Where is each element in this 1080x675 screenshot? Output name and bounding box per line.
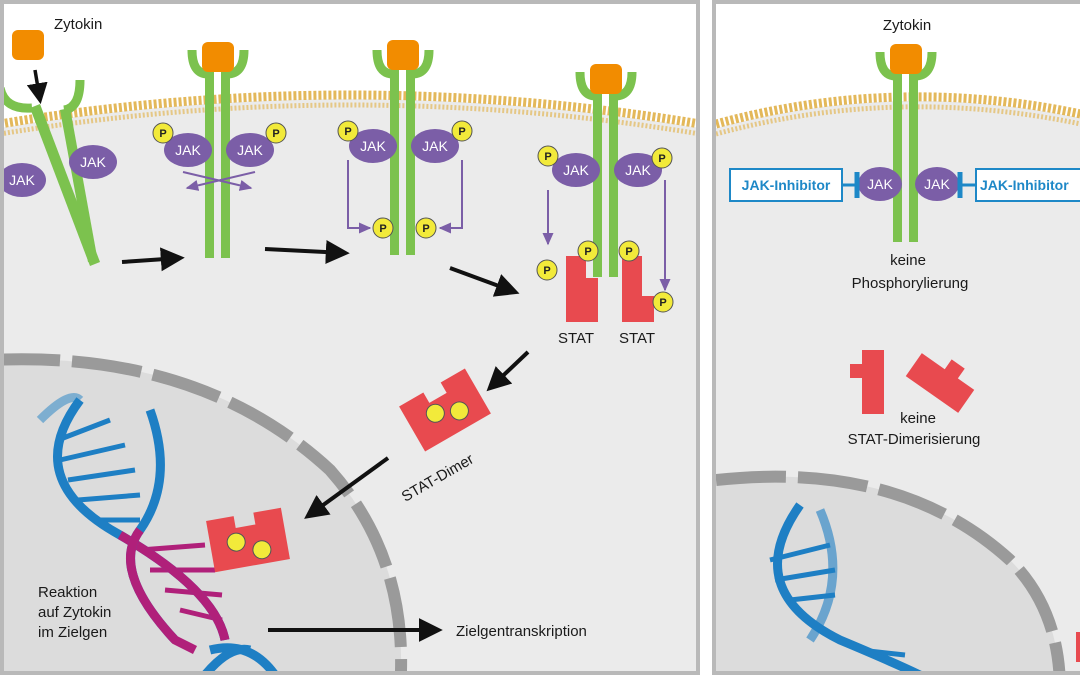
svg-text:JAK: JAK [80, 154, 106, 170]
jak-inhibitor-left: JAK-Inhibitor [729, 168, 860, 202]
svg-text:P: P [458, 126, 465, 138]
jak-4b: JAK [614, 153, 662, 187]
svg-text:JAK: JAK [924, 176, 950, 192]
no-dimerization-1: keine [900, 410, 936, 427]
svg-text:JAK: JAK [625, 162, 651, 178]
jak-4a: JAK [552, 153, 600, 187]
svg-text:P: P [584, 246, 591, 258]
cytokine-label-left: Zytokin [54, 16, 102, 33]
p-4d: P [577, 240, 599, 262]
svg-text:JAK: JAK [563, 162, 589, 178]
svg-text:JAK: JAK [237, 142, 263, 158]
svg-text:P: P [272, 128, 279, 140]
stat-dimer-nucleus [206, 507, 290, 573]
jak-1b: JAK [69, 145, 117, 179]
jak-inhibited-right: JAK [915, 167, 959, 201]
stat-unpaired-left [850, 350, 884, 414]
p-4f: P [652, 291, 674, 313]
no-phosphorylation-2: Phosphorylierung [852, 275, 969, 292]
svg-text:P: P [159, 128, 166, 140]
transcription-label: Zielgentranskription [456, 623, 587, 640]
stat-dimer-cytoplasm [399, 368, 491, 452]
p-2a: P [152, 122, 174, 144]
svg-text:P: P [422, 223, 429, 235]
p-4e: P [618, 240, 640, 262]
p-3b: P [451, 120, 473, 142]
reaction-label-3: im Zielgen [38, 624, 107, 641]
nucleus-right [716, 470, 1066, 671]
cytokine-free [12, 30, 44, 60]
receptor-dimer-2 [187, 42, 249, 258]
jak-2a: JAK [164, 133, 212, 167]
svg-text:P: P [659, 297, 666, 309]
jak-3b: JAK [411, 129, 459, 163]
svg-text:P: P [543, 265, 550, 277]
jak-2b: JAK [226, 133, 274, 167]
p-4c: P [536, 259, 558, 281]
svg-text:P: P [344, 126, 351, 138]
jak-1a: JAK [4, 163, 46, 197]
receptor-dimer-3 [372, 40, 434, 255]
p-3d: P [415, 217, 437, 239]
stat-monomer-left [566, 256, 598, 322]
reaction-label-2: auf Zytokin [38, 604, 111, 621]
p-4a: P [537, 145, 559, 167]
stat-label-right: STAT [619, 330, 655, 347]
dna-helix-right [769, 502, 922, 671]
p-3c: P [372, 217, 394, 239]
svg-text:JAK: JAK [175, 142, 201, 158]
left-panel: JAK JAK JAK JAK P P [0, 0, 700, 675]
stat-label-left: STAT [558, 330, 594, 347]
process-arrows [121, 240, 530, 642]
svg-text:JAK: JAK [867, 176, 893, 192]
svg-text:P: P [658, 153, 665, 165]
p-3a: P [337, 120, 359, 142]
svg-text:JAK-Inhibitor: JAK-Inhibitor [742, 177, 831, 193]
jak-inhibitor-right: JAK-Inhibitor [957, 168, 1080, 202]
stat-unpaired-right [905, 353, 975, 413]
no-phosphorylation-1: keine [890, 252, 926, 269]
receptor-dimer-4 [575, 64, 637, 277]
dna-helix [36, 393, 278, 671]
cytokine-label-right: Zytokin [883, 17, 931, 34]
svg-text:P: P [379, 223, 386, 235]
svg-text:P: P [544, 151, 551, 163]
receptor-inhibited [875, 44, 937, 242]
p-2b: P [265, 122, 287, 144]
right-panel: JAK JAK JAK-Inhibitor JAK-Inhibitor Zyto… [712, 0, 1080, 675]
svg-text:JAK: JAK [422, 138, 448, 154]
svg-text:JAK: JAK [360, 138, 386, 154]
nucleus [4, 353, 408, 671]
receptor-unbound [4, 79, 100, 266]
jak-3a: JAK [349, 129, 397, 163]
binding-arrow [26, 69, 48, 105]
stat-monomer-right [622, 256, 654, 322]
svg-text:JAK-Inhibitor: JAK-Inhibitor [980, 177, 1069, 193]
no-dimerization-2: STAT-Dimerisierung [848, 431, 981, 448]
svg-text:P: P [625, 246, 632, 258]
jak-inhibited-left: JAK [858, 167, 902, 201]
p-4b: P [651, 147, 673, 169]
reaction-label-1: Reaktion [38, 584, 97, 601]
svg-text:JAK: JAK [9, 172, 35, 188]
stat-fragment [1076, 632, 1080, 662]
